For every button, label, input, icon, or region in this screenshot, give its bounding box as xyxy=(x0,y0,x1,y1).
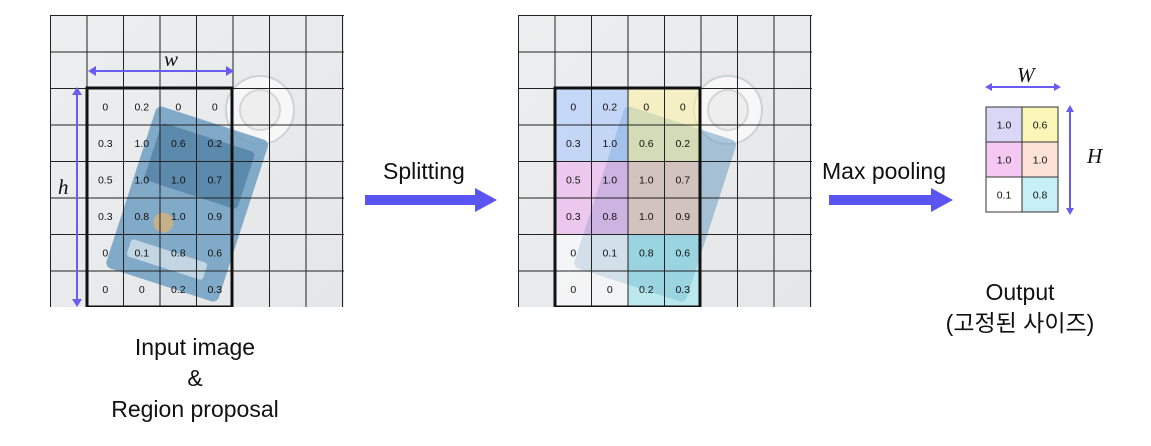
region-cell-value: 0 xyxy=(102,284,108,296)
input-image-panel: 0 0.2 0 0 0.3 1.0 0.6 0.2 0.5 1.0 1.0 0.7 0.3 0.8 1.0 0… xyxy=(50,15,344,309)
region-cell-value: 0.6 xyxy=(171,138,186,150)
region-cell-value: 1.0 xyxy=(171,211,186,223)
w-dimension-arrow xyxy=(88,66,234,76)
region-cell-value: 1.0 xyxy=(602,174,617,186)
region-cell-value: 0 xyxy=(643,101,649,113)
region-cell-value: 0.7 xyxy=(207,174,222,186)
mid-region-values: 0 0.2 0 0 0.3 1.0 0.6 0.2 0.5 1.0 1.0 0.7 0.3 0.8 1.0 0… xyxy=(566,101,690,296)
splitting-label: Splitting xyxy=(383,158,465,184)
region-cell-value: 0 xyxy=(607,284,613,296)
output-cells: 1.0 0.6 1.0 1.0 0.1 0.8 xyxy=(985,106,1059,213)
output-cell xyxy=(985,106,1023,143)
region-cell-value: 0.3 xyxy=(98,211,113,223)
region-cell-value: 0.2 xyxy=(602,101,617,113)
region-cell-value: 0 xyxy=(175,101,181,113)
region-cell-value: 0.3 xyxy=(675,284,690,296)
region-cell-value: 0 xyxy=(139,284,145,296)
W-label: W xyxy=(1017,63,1035,87)
snack-package-shape xyxy=(106,106,268,302)
max-pooling-label: Max pooling xyxy=(822,158,947,184)
input-caption-line3: Region proposal xyxy=(111,396,279,422)
region-cell-value: 0 xyxy=(570,101,576,113)
region-cell-value: 0 xyxy=(570,247,576,259)
region-cell-value: 0.3 xyxy=(207,284,222,296)
output-cell-value: 1.0 xyxy=(1033,155,1048,167)
split-image-grid: 0 0.2 0 0 0.3 1.0 0.6 0.2 0.5 1.0 1.0 0.7 0.3 0.8 1.0 0… xyxy=(518,15,812,309)
input-caption-line1: Input image xyxy=(134,334,256,360)
H-dimension-arrow xyxy=(1066,105,1074,215)
region-cell-value: 0 xyxy=(570,284,576,296)
region-cell-value: 0 xyxy=(212,101,218,113)
output-grid: 1.0 0.6 1.0 1.0 0.1 0.8 xyxy=(985,83,1074,215)
region-cell-value: 0 xyxy=(102,101,108,113)
region-cell-value: 0.2 xyxy=(171,284,186,296)
region-cell-value: 0.9 xyxy=(207,211,222,223)
w-label: w xyxy=(164,47,179,71)
region-cell-value: 0.8 xyxy=(134,211,149,223)
region-cell-value: 0.6 xyxy=(639,138,654,150)
region-cell-value: 1.0 xyxy=(134,138,149,150)
input-caption-line2: & xyxy=(187,365,203,391)
region-cell-value: 1.0 xyxy=(171,174,186,186)
output-cell-value: 1.0 xyxy=(997,155,1012,167)
region-cell-value: 0.6 xyxy=(207,247,222,259)
input-image-grid: 0 0.2 0 0 0.3 1.0 0.6 0.2 0.5 1.0 1.0 0.7 0.3 0.8 1.0 0… xyxy=(50,15,344,309)
region-cell-value: 0.2 xyxy=(639,284,654,296)
region-cell-value: 0.7 xyxy=(675,174,690,186)
region-cell-value: 0.8 xyxy=(639,247,654,259)
output-cell-value: 0.8 xyxy=(1033,190,1048,202)
region-cell-value: 1.0 xyxy=(602,138,617,150)
region-cell-value: 0 xyxy=(680,101,686,113)
region-cell-value: 0.1 xyxy=(134,247,149,259)
region-cell-value: 0.2 xyxy=(207,138,222,150)
region-cell-value: 0.9 xyxy=(675,211,690,223)
region-cell-value: 0.2 xyxy=(134,101,149,113)
region-cell-value: 0.3 xyxy=(566,138,581,150)
region-cell-value: 0.3 xyxy=(98,138,113,150)
region-cell-value: 0.2 xyxy=(675,138,690,150)
region-cell-value: 0.5 xyxy=(98,174,113,186)
splitting-arrow-icon xyxy=(365,188,497,212)
h-dimension-arrow xyxy=(72,87,82,307)
max-pooling-arrow-icon xyxy=(829,188,953,212)
input-caption: Input image & Region proposal xyxy=(90,332,300,425)
output-caption-line2: (고정된 사이즈) xyxy=(945,310,1095,336)
region-cell-value: 0.8 xyxy=(602,211,617,223)
split-image-panel: 0 0.2 0 0 0.3 1.0 0.6 0.2 0.5 1.0 1.0 0.7 0.3 0.8 1.0 0… xyxy=(518,15,812,309)
output-cell xyxy=(985,176,1023,213)
h-label: h xyxy=(58,175,69,199)
output-caption-line1: Output xyxy=(985,279,1055,305)
left-region-values: 0 0.2 0 0 0.3 1.0 0.6 0.2 0.5 1.0 1.0 0.7 0.3 0.8 1.0 0… xyxy=(98,101,222,296)
region-cell-value: 0 xyxy=(102,247,108,259)
coffee-lid-shape xyxy=(225,75,295,145)
output-cell-value: 0.6 xyxy=(1033,120,1048,132)
region-cell-value: 0.1 xyxy=(602,247,617,259)
region-cell-value: 1.0 xyxy=(639,211,654,223)
H-label: H xyxy=(1087,144,1103,168)
region-cell-value: 0.5 xyxy=(566,174,581,186)
W-dimension-arrow xyxy=(985,83,1061,91)
output-cell-value: 0.1 xyxy=(997,190,1012,202)
region-cell-value: 1.0 xyxy=(134,174,149,186)
region-cell-value: 0.6 xyxy=(675,247,690,259)
region-cell-value: 1.0 xyxy=(639,174,654,186)
region-cell-value: 0.3 xyxy=(566,211,581,223)
region-cell-value: 0.8 xyxy=(171,247,186,259)
output-cell-value: 1.0 xyxy=(997,120,1012,132)
output-cell xyxy=(1021,176,1059,213)
output-caption: Output (고정된 사이즈) xyxy=(920,277,1120,339)
